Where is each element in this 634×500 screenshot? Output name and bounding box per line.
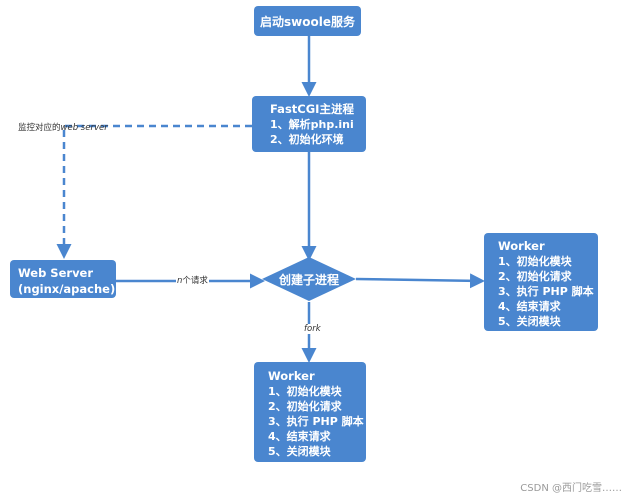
worker-right-step: 1、初始化模块	[498, 255, 572, 268]
worker-right-step: 4、结束请求	[498, 300, 561, 313]
worker-right-step: 5、关闭模块	[498, 315, 561, 328]
worker-right-title: Worker	[498, 239, 545, 253]
edge-label-monitor-prefix: 监控对应的	[18, 123, 61, 133]
worker-bottom-step: 1、初始化模块	[268, 385, 342, 398]
webserver-node: Web Server (nginx/apache)	[10, 260, 116, 298]
webserver-title: Web Server	[18, 266, 94, 280]
master-step: 2、初始化环境	[270, 133, 344, 146]
watermark: CSDN @西门吃雪……	[520, 483, 622, 494]
worker-bottom-step: 5、关闭模块	[268, 445, 331, 458]
master-step: 1、解析php.ini	[270, 118, 354, 131]
edge-fork-to-worker-right	[355, 273, 485, 289]
worker-bottom-title: Worker	[268, 369, 315, 383]
worker-right-node: Worker 1、初始化模块 2、初始化请求 3、执行 PHP 脚本 4、结束请…	[484, 233, 598, 331]
edge-label-requests: n个请求	[176, 274, 209, 286]
worker-bottom-step: 2、初始化请求	[268, 400, 342, 413]
webserver-subtitle: (nginx/apache)	[18, 282, 116, 296]
edge-label-monitor-italic: web server	[60, 123, 108, 133]
fork-node-label: 创建子进程	[278, 273, 339, 287]
edge-label-fork: fork	[302, 324, 323, 334]
worker-right-step: 2、初始化请求	[498, 270, 572, 283]
worker-bottom-step: 3、执行 PHP 脚本	[268, 415, 364, 428]
edge-monitor-dashed	[56, 124, 252, 259]
fork-diamond-shape	[262, 257, 356, 301]
edge-label-monitor: 监控对应的web server	[18, 121, 108, 133]
start-node: 启动swoole服务	[254, 6, 361, 36]
edge-label-requests-suffix: 个请求	[182, 276, 208, 286]
worker-right-step: 3、执行 PHP 脚本	[498, 285, 594, 298]
start-node-label: 启动swoole服务	[260, 14, 355, 29]
edge-label-requests-n: n	[177, 276, 183, 286]
master-process-node: FastCGI主进程 1、解析php.ini 2、初始化环境	[252, 96, 366, 152]
worker-bottom-node: Worker 1、初始化模块 2、初始化请求 3、执行 PHP 脚本 4、结束请…	[254, 362, 366, 462]
worker-bottom-step: 4、结束请求	[268, 430, 331, 443]
master-process-title: FastCGI主进程	[270, 102, 354, 116]
